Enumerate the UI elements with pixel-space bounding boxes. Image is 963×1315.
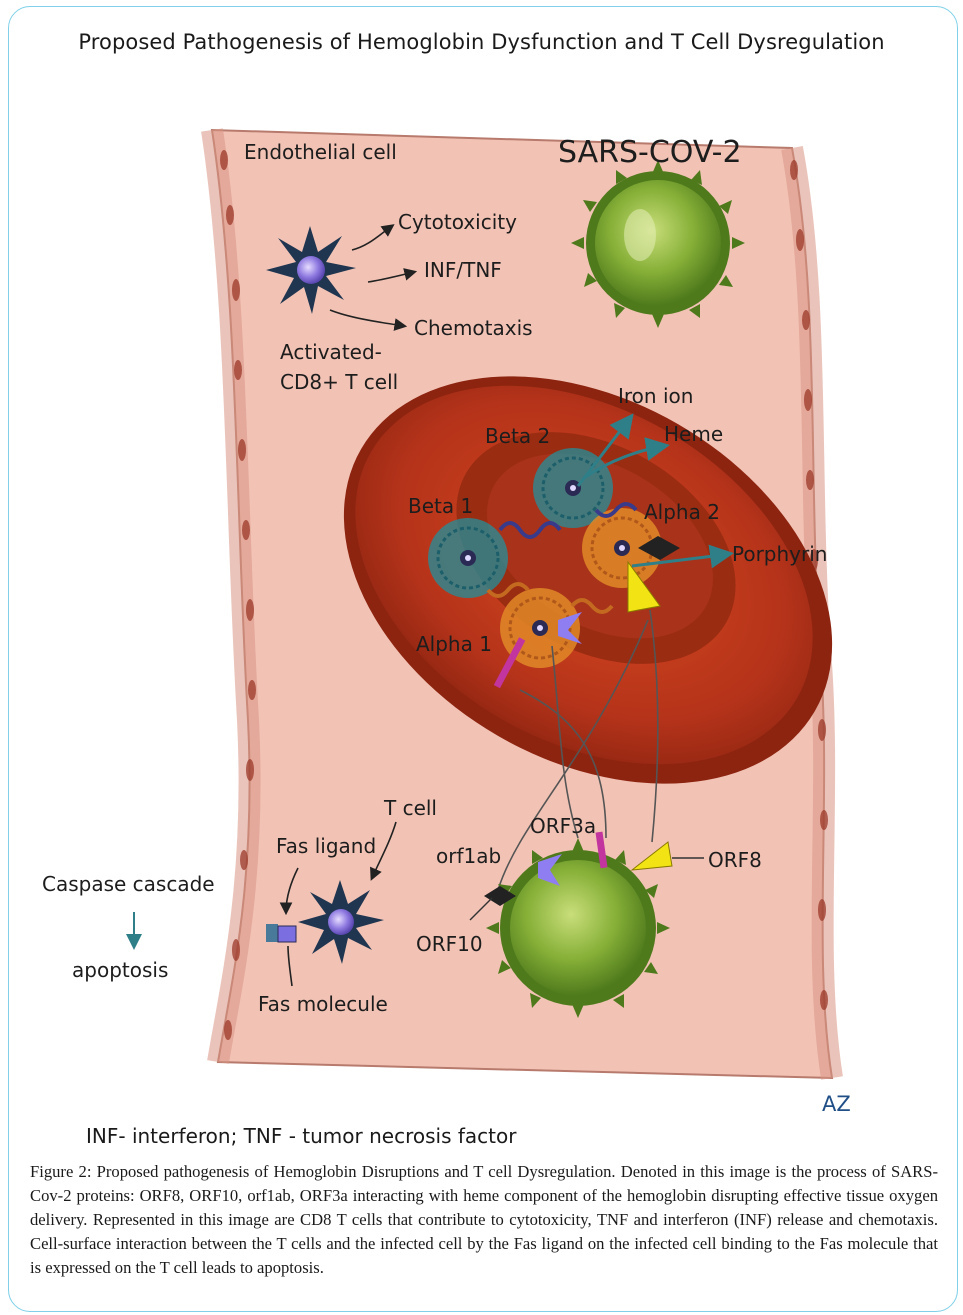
fas-molecule-icon: [266, 924, 296, 942]
label-heme: Heme: [664, 424, 723, 444]
label-caspase-cascade: Caspase cascade: [42, 874, 215, 894]
beta-1-chain: [428, 518, 508, 598]
label-sars-cov-2: SARS-COV-2: [558, 138, 742, 168]
label-orf3a: ORF3a: [530, 816, 596, 836]
label-inf-tnf: INF/TNF: [424, 260, 502, 280]
author-initials: AZ: [822, 1092, 851, 1116]
label-cytotoxicity: Cytotoxicity: [398, 212, 517, 232]
figure-caption: Figure 2: Proposed pathogenesis of Hemog…: [30, 1160, 938, 1280]
abbreviation-footnote: INF- interferon; TNF - tumor necrosis fa…: [86, 1124, 516, 1148]
label-orf8: ORF8: [708, 850, 762, 870]
label-orf1ab: orf1ab: [436, 846, 501, 866]
label-orf10: ORF10: [416, 934, 483, 954]
label-apoptosis: apoptosis: [72, 960, 168, 980]
label-endothelial-cell: Endothelial cell: [244, 142, 397, 162]
label-beta-2: Beta 2: [485, 426, 550, 446]
label-fas-molecule: Fas molecule: [258, 994, 388, 1014]
label-fas-ligand: Fas ligand: [276, 836, 376, 856]
label-porphyrin: Porphyrin: [732, 544, 827, 564]
label-activated-line1: Activated-: [280, 342, 382, 362]
label-iron-ion: Iron ion: [618, 386, 693, 406]
label-beta-1: Beta 1: [408, 496, 473, 516]
label-chemotaxis: Chemotaxis: [414, 318, 533, 338]
label-t-cell: T cell: [384, 798, 437, 818]
label-alpha-2: Alpha 2: [644, 502, 720, 522]
label-alpha-1: Alpha 1: [416, 634, 492, 654]
label-activated-line2: CD8+ T cell: [280, 372, 398, 392]
